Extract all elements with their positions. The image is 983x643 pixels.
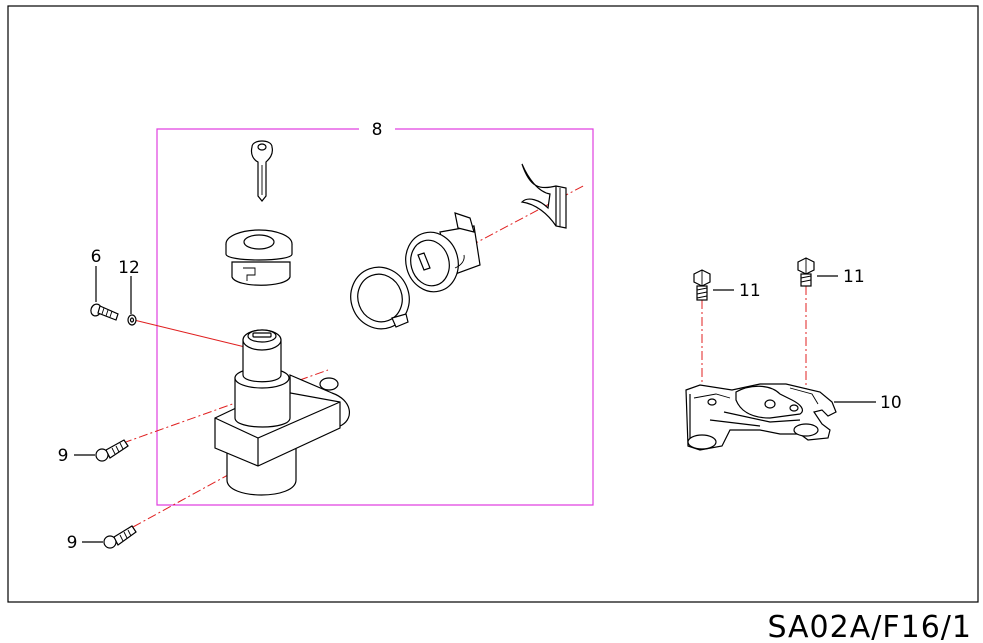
outer-cylinder-part (405, 212, 481, 293)
screw-9-upper-part (95, 439, 129, 462)
screw-9-lower-part (103, 525, 137, 549)
key-part (250, 140, 273, 202)
drawing-code: SA02A/F16/1 (767, 610, 972, 643)
drawing-frame (7, 5, 979, 603)
washer-12-part (127, 314, 137, 326)
group-box-8 (156, 128, 594, 506)
spring-clip-part (520, 163, 567, 229)
screw-6-part (90, 303, 119, 321)
bezel-part (225, 229, 293, 286)
retaining-ring-part (350, 266, 410, 330)
lock-cylinder-part (214, 329, 350, 496)
bolt-11-left-part (693, 269, 711, 301)
latch-assembly-part (685, 383, 837, 451)
callout-8: 8 (372, 120, 383, 140)
callout-9-lower: 9 (67, 533, 78, 553)
callout-11-right: 11 (843, 267, 865, 287)
leader-lines (74, 266, 876, 543)
bolt-11-right-part (797, 257, 815, 287)
callout-6: 6 (91, 247, 102, 267)
callout-9-upper: 9 (58, 446, 69, 466)
callout-11-left: 11 (739, 281, 761, 301)
callout-12: 12 (118, 258, 140, 278)
callout-10: 10 (880, 393, 902, 413)
